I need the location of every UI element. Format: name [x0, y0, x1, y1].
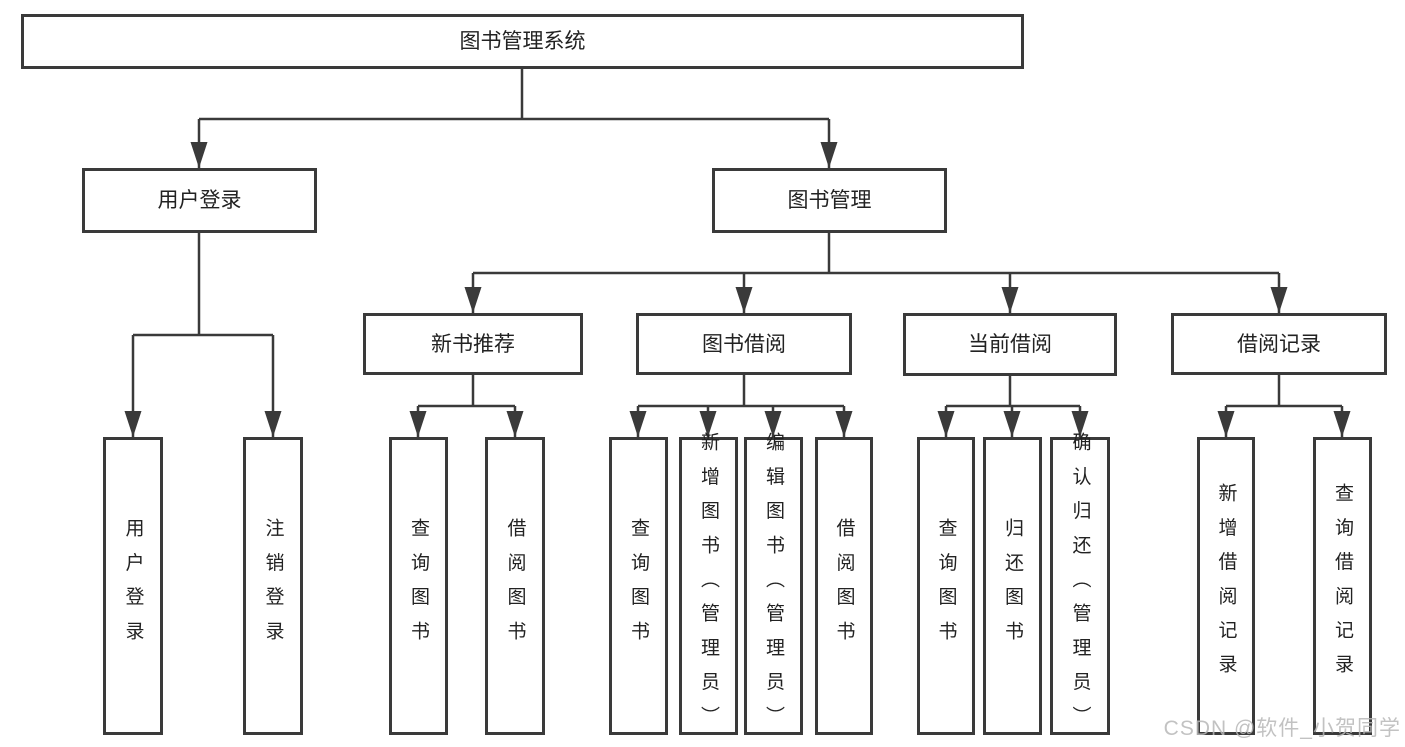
leaf-confirm-return-admin-label: 确认归还（管理员） — [1069, 432, 1091, 740]
leaf-search-books-borrowing: 查询图书 — [609, 437, 668, 735]
group-book-borrowing-label: 图书借阅 — [702, 332, 786, 356]
leaf-edit-book-admin-label: 编辑图书（管理员） — [763, 432, 784, 740]
leaf-user-login: 用户登录 — [103, 437, 163, 735]
leaf-add-book-admin: 新增图书（管理员） — [679, 432, 738, 740]
leaf-add-borrow-record: 新增借阅记录 — [1197, 437, 1255, 735]
leaf-search-borrow-record-label: 查询借阅记录 — [1332, 483, 1353, 689]
arrowheads — [124, 142, 1351, 437]
group-current-borrowing: 当前借阅 — [903, 313, 1117, 376]
group-new-book-recommendation-label: 新书推荐 — [431, 332, 515, 356]
leaf-add-book-admin-label: 新增图书（管理员） — [698, 432, 719, 740]
leaf-borrow-books-recommend-label: 借阅图书 — [504, 517, 526, 655]
leaf-search-books-current: 查询图书 — [917, 437, 975, 735]
leaf-add-borrow-record-label: 新增借阅记录 — [1215, 483, 1237, 689]
watermark: CSDN @软件_小贺同学 — [1163, 717, 1401, 740]
leaf-logout: 注销登录 — [243, 437, 303, 735]
leaf-borrow-books-borrowing-label: 借阅图书 — [833, 517, 855, 655]
group-borrowing-records: 借阅记录 — [1171, 313, 1387, 375]
group-book-borrowing: 图书借阅 — [636, 313, 852, 375]
group-new-book-recommendation: 新书推荐 — [363, 313, 583, 375]
root-node-label: 图书管理系统 — [459, 30, 586, 53]
branch-book-management-label: 图书管理 — [787, 189, 872, 212]
leaf-user-login-label: 用户登录 — [122, 517, 144, 655]
leaf-edit-book-admin: 编辑图书（管理员） — [744, 432, 803, 740]
branch-user-login: 用户登录 — [82, 168, 317, 233]
leaf-search-books-borrowing-label: 查询图书 — [628, 517, 649, 655]
group-current-borrowing-label: 当前借阅 — [968, 333, 1052, 356]
leaf-borrow-books-recommend: 借阅图书 — [485, 437, 545, 735]
leaf-confirm-return-admin: 确认归还（管理员） — [1050, 432, 1110, 740]
leaf-return-book: 归还图书 — [983, 437, 1042, 735]
leaf-search-borrow-record: 查询借阅记录 — [1313, 437, 1372, 735]
leaf-search-books-recommend-label: 查询图书 — [408, 517, 429, 655]
leaf-search-books-current-label: 查询图书 — [935, 517, 957, 655]
group-borrowing-records-label: 借阅记录 — [1237, 332, 1321, 356]
leaf-search-books-recommend: 查询图书 — [389, 437, 448, 735]
leaf-borrow-books-borrowing: 借阅图书 — [815, 437, 873, 735]
leaf-logout-label: 注销登录 — [262, 517, 284, 655]
leaf-return-book-label: 归还图书 — [1002, 517, 1023, 655]
branch-book-management: 图书管理 — [712, 168, 947, 233]
branch-user-login-label: 用户登录 — [157, 189, 242, 212]
root-node-library-management-system: 图书管理系统 — [21, 14, 1024, 69]
